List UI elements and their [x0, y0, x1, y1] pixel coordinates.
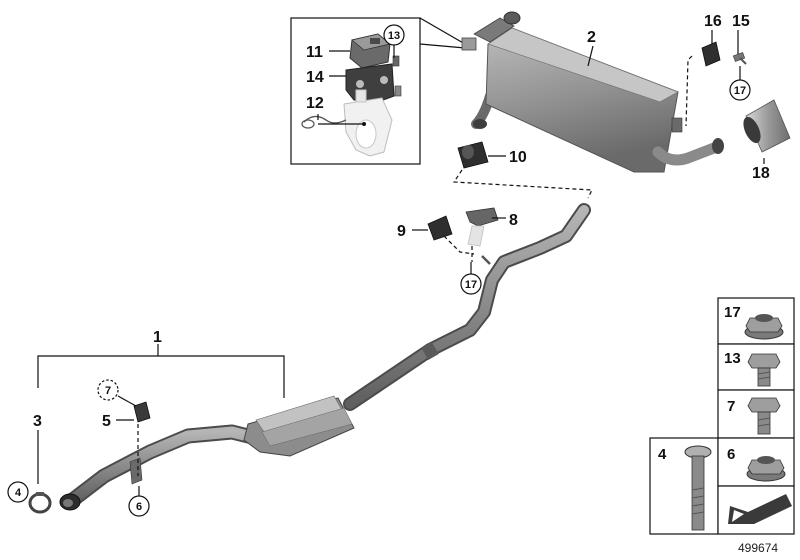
direction-arrow-icon — [728, 494, 792, 524]
fastener-table: 17 13 7 4 6 — [649, 297, 795, 535]
tailpipe-trim — [743, 99, 791, 153]
hex-bolt-short-icon — [747, 353, 781, 387]
front-pipe-with-catalyst — [59, 203, 591, 511]
assembly-bracket — [37, 344, 285, 484]
table-label-13: 13 — [724, 350, 741, 367]
callout-17b: 17 — [465, 279, 477, 291]
callout-12: 12 — [306, 95, 324, 112]
callout-2: 2 — [587, 29, 596, 46]
rubber-hanger-9 — [427, 215, 453, 241]
callout-13: 13 — [388, 30, 400, 42]
hex-bolt-long-icon — [747, 397, 781, 435]
callout-4: 4 — [15, 487, 22, 499]
callout-17a: 17 — [734, 85, 746, 97]
callout-3: 3 — [33, 413, 42, 430]
actuator-detail-inset: 11 14 12 13 — [290, 17, 466, 165]
callout-11: 11 — [306, 44, 323, 61]
table-label-17: 17 — [724, 304, 741, 321]
callout-9: 9 — [397, 223, 406, 240]
carriage-bolt-icon — [684, 445, 712, 531]
callout-5: 5 — [102, 413, 111, 430]
actuator-bracket — [345, 63, 395, 103]
flap-linkage — [343, 89, 393, 157]
callout-18: 18 — [752, 165, 770, 182]
bolt-15 — [732, 52, 747, 65]
callout-7-circle — [97, 379, 119, 401]
pipe-bracket — [465, 207, 499, 247]
callout-1: 1 — [153, 329, 162, 346]
callout-16: 16 — [704, 13, 722, 30]
pipe-clamp — [28, 492, 52, 514]
diagram-reference: 499674 — [738, 541, 778, 555]
callout-6: 6 — [136, 501, 142, 513]
rubber-hanger — [457, 141, 489, 169]
callout-7: 7 — [105, 385, 111, 397]
pipe-hanger-5 — [133, 401, 151, 423]
spring-clip — [301, 115, 347, 129]
flange-nut-icon — [744, 314, 784, 340]
rear-silencer — [461, 11, 724, 173]
table-label-4: 4 — [658, 446, 667, 463]
callout-10: 10 — [509, 149, 527, 166]
callout-4-circle — [7, 481, 29, 503]
exhaust-flap-actuator — [349, 33, 391, 69]
callout-15: 15 — [732, 13, 750, 30]
table-label-7: 7 — [727, 398, 735, 415]
callout-8: 8 — [509, 212, 518, 229]
rubber-mount-16 — [701, 41, 721, 67]
flange-nut-6-icon — [746, 456, 786, 482]
table-label-6: 6 — [727, 446, 735, 463]
callout-14: 14 — [306, 69, 324, 86]
actuator-bolts — [392, 55, 402, 97]
